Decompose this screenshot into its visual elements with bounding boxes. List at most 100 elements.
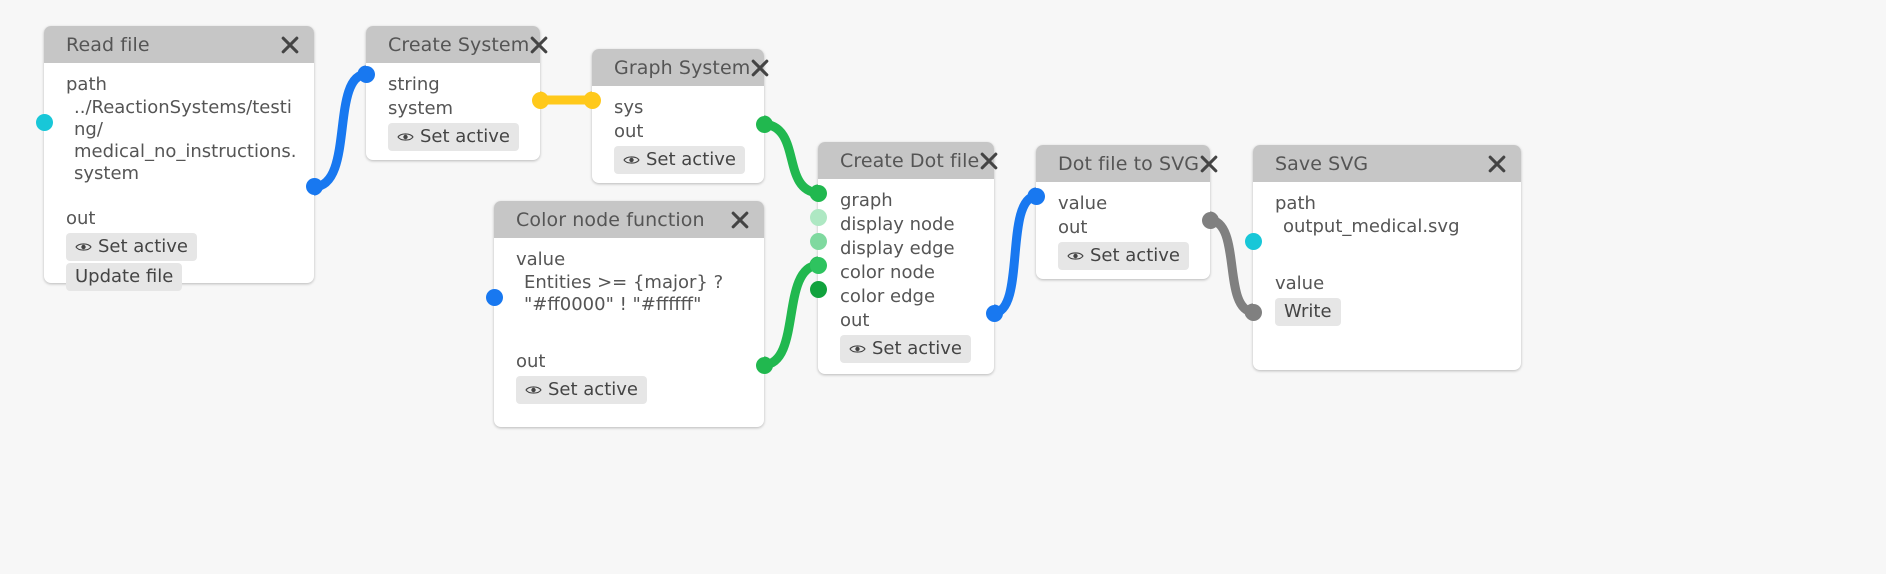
edge-read-file-out-to-create-system-string	[305, 65, 375, 196]
out-output-port[interactable]	[1201, 211, 1219, 229]
chip-row: Set active	[66, 231, 300, 261]
eye-icon	[397, 133, 414, 141]
button-set-active[interactable]: Set active	[66, 233, 197, 261]
eye-icon	[1067, 252, 1084, 260]
graph-input-port[interactable]	[809, 184, 827, 202]
port-label: out	[516, 351, 546, 372]
close-icon[interactable]	[730, 210, 750, 230]
port-label: out	[614, 121, 644, 142]
string-input-port[interactable]	[357, 65, 375, 83]
node-title-graph-system: Graph System	[614, 56, 751, 79]
display-edge-input-port[interactable]	[809, 232, 827, 250]
node-header-graph-system[interactable]: Graph System	[592, 49, 769, 86]
edge-color-node-function-out-to-create-dot-file-color-node	[755, 256, 827, 374]
port-label: color edge	[840, 286, 936, 307]
chip-label: Set active	[872, 338, 962, 359]
node-create-dot-file[interactable]: Create Dot file graph display node display …	[809, 142, 1003, 377]
node-body-create-dot-file: graph display node display edge color node c…	[818, 179, 994, 377]
port-label: out	[66, 208, 96, 229]
node-header-save-svg[interactable]: Save SVG	[1253, 145, 1521, 182]
out-output-port[interactable]	[755, 115, 773, 133]
port-label: path	[66, 74, 107, 95]
port-label: graph	[840, 190, 893, 211]
node-header-create-dot-file[interactable]: Create Dot file	[818, 142, 998, 179]
field-value[interactable]: ../ReactionSystems/testing/ medical_no_i…	[74, 97, 297, 184]
button-set-active[interactable]: Set active	[388, 123, 519, 151]
port-label: display edge	[840, 238, 955, 259]
close-icon[interactable]	[280, 35, 300, 55]
close-icon[interactable]	[529, 35, 549, 55]
close-icon[interactable]	[750, 58, 770, 78]
out-output-port[interactable]	[755, 356, 773, 374]
node-header-dot-file-to-svg[interactable]: Dot file to SVG	[1036, 145, 1218, 182]
port-label: display node	[840, 214, 955, 235]
close-button-create-system[interactable]	[529, 35, 549, 55]
node-title-color-node-function: Color node function	[516, 208, 705, 231]
close-icon[interactable]	[979, 151, 999, 171]
out-output-port[interactable]	[985, 304, 1003, 322]
out-output-port[interactable]	[305, 177, 323, 195]
port-label: sys	[614, 97, 644, 118]
path-input-port[interactable]	[35, 113, 53, 131]
color-node-input-port[interactable]	[809, 256, 827, 274]
port-label: color node	[840, 262, 935, 283]
sys-input-port[interactable]	[583, 91, 601, 109]
close-icon[interactable]	[1487, 154, 1507, 174]
chip-row: Set active	[1058, 240, 1196, 270]
field-value[interactable]: Entities >= {major} ? "#ff0000" ! "#ffff…	[524, 272, 724, 315]
node-body-read-file: path../ReactionSystems/testing/ medical_…	[44, 63, 314, 305]
close-button-color-node-function[interactable]	[730, 210, 750, 230]
node-header-read-file[interactable]: Read file	[44, 26, 314, 63]
close-button-dot-file-to-svg[interactable]	[1199, 154, 1219, 174]
eye-icon	[623, 156, 640, 164]
node-header-create-system[interactable]: Create System	[366, 26, 548, 63]
button-update-file[interactable]: Update file	[66, 263, 183, 291]
node-read-file[interactable]: Read file path../ReactionSystems/testing/…	[35, 26, 323, 291]
button-set-active[interactable]: Set active	[516, 376, 647, 404]
chip-label: Set active	[646, 149, 736, 170]
port-label: path	[1275, 193, 1316, 214]
button-write[interactable]: Write	[1275, 298, 1341, 326]
close-button-graph-system[interactable]	[750, 58, 770, 78]
close-button-save-svg[interactable]	[1487, 154, 1507, 174]
eye-icon	[525, 386, 542, 394]
chip-row: Set active	[516, 374, 750, 404]
button-set-active[interactable]: Set active	[840, 335, 971, 363]
close-icon[interactable]	[1199, 154, 1219, 174]
chip-label: Set active	[1090, 245, 1180, 266]
value-input-port[interactable]	[1244, 303, 1262, 321]
close-button-create-dot-file[interactable]	[979, 151, 999, 171]
chip-label: Set active	[548, 379, 638, 400]
port-label: string	[388, 74, 440, 95]
value-input-port[interactable]	[1027, 187, 1045, 205]
button-set-active[interactable]: Set active	[614, 146, 745, 174]
chip-row: Set active	[614, 144, 750, 174]
node-title-read-file: Read file	[66, 33, 150, 56]
node-title-save-svg: Save SVG	[1275, 152, 1369, 175]
path-input-port[interactable]	[1244, 232, 1262, 250]
close-button-read-file[interactable]	[280, 35, 300, 55]
button-set-active[interactable]: Set active	[1058, 242, 1189, 270]
display-node-input-port[interactable]	[809, 208, 827, 226]
node-title-dot-file-to-svg: Dot file to SVG	[1058, 152, 1200, 175]
color-edge-input-port[interactable]	[809, 280, 827, 298]
field-value[interactable]: output_medical.svg	[1283, 216, 1460, 237]
node-header-color-node-function[interactable]: Color node function	[494, 201, 764, 238]
system-output-port[interactable]	[531, 91, 549, 109]
value-input-port[interactable]	[485, 288, 503, 306]
spacer	[66, 185, 300, 207]
eye-icon	[75, 243, 92, 251]
port-label: value	[516, 249, 566, 270]
chip-label: Update file	[75, 266, 174, 287]
